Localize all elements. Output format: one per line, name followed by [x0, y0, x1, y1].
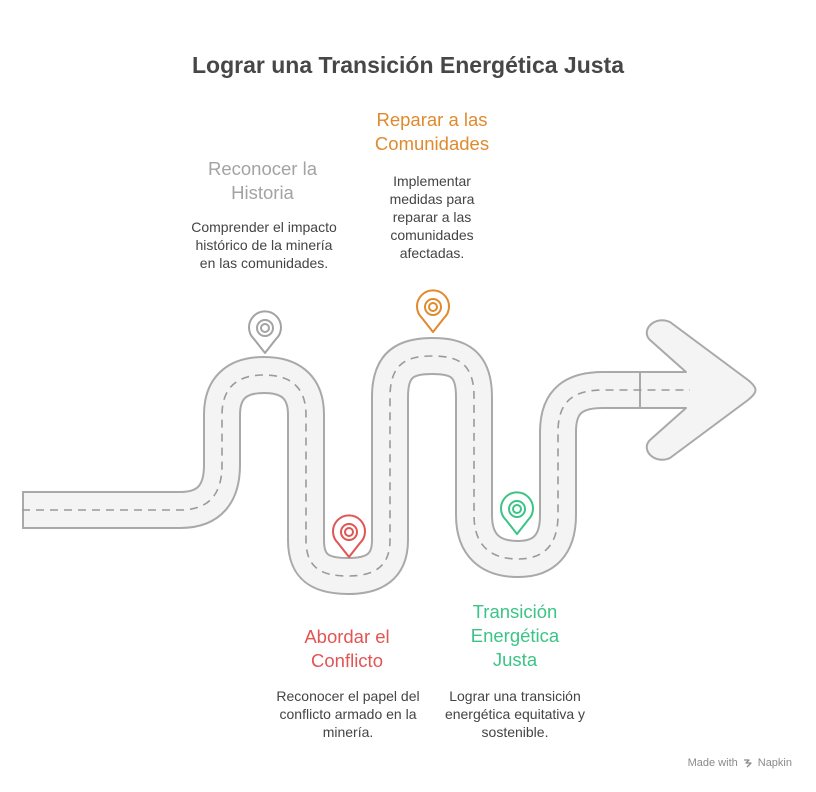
- pin-ring: [340, 523, 358, 541]
- made-with-label: Made with: [687, 757, 738, 769]
- arrow-head: [639, 319, 757, 461]
- location-pin-icon: [416, 289, 450, 333]
- step-title-conflict: Abordar el Conflicto: [304, 626, 390, 671]
- step-title-repair: Reparar a las Comunidades: [374, 109, 490, 154]
- step-description-conflict: Reconocer el papel del conflicto armado …: [276, 688, 420, 740]
- location-pin-icon: [332, 514, 366, 558]
- step-description-history: Comprender el impacto histórico de la mi…: [191, 219, 337, 271]
- step-description-repair: Implementar medidas para reparar a las c…: [389, 173, 475, 261]
- pin-dot: [428, 302, 438, 312]
- brand-label: Napkin: [757, 757, 792, 769]
- step-title-just-transition: Transición Energética Justa: [470, 601, 560, 670]
- winding-road: [22, 319, 757, 595]
- pin-dot: [344, 527, 354, 537]
- step-description-just-transition: Lograr una transición energética equitat…: [444, 688, 586, 740]
- pin-ring: [424, 298, 442, 316]
- page-title: Lograr una Transición Energética Justa: [191, 52, 624, 78]
- step-title-history: Reconocer la Historia: [207, 158, 317, 203]
- pin-dot: [260, 323, 270, 333]
- pin-dot: [512, 504, 522, 514]
- road-centerline: [22, 355, 690, 577]
- pin-ring: [256, 319, 274, 337]
- made-with-napkin-footer: Made with Napkin: [688, 757, 792, 769]
- location-pin-icon: [500, 491, 534, 535]
- napkin-logo-icon: [743, 759, 752, 768]
- location-pin-icon: [248, 310, 282, 354]
- pin-ring: [508, 500, 526, 518]
